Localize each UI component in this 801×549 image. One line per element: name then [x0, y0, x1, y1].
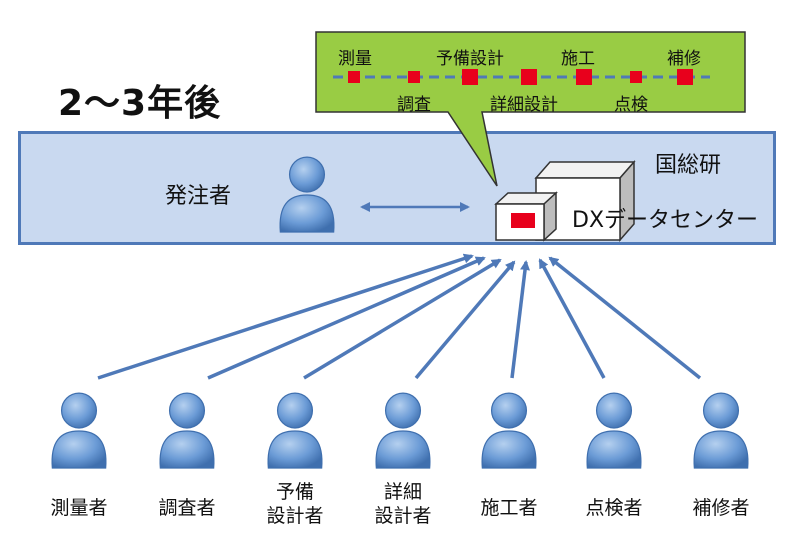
timeline-marker	[408, 71, 420, 83]
timeline-marker	[677, 69, 693, 85]
timeline-label-construction: 施工	[561, 49, 595, 69]
timeline-marker	[521, 69, 537, 85]
upload-arrow	[414, 260, 516, 380]
worker-person-icon	[586, 392, 642, 469]
timeline-callout	[315, 31, 746, 187]
timeline-marker	[348, 71, 360, 83]
data-center-label: DXデータセンター	[572, 208, 759, 233]
data-center-icon	[494, 160, 636, 242]
timeline-label-survey: 測量	[338, 49, 372, 69]
upload-arrows	[97, 253, 702, 380]
worker-label: 施工者	[459, 496, 559, 520]
timeline-label-investigation: 調査	[397, 95, 431, 115]
worker-label-line: 施工者	[480, 497, 538, 519]
worker-person-icon	[159, 392, 215, 469]
worker-label: 予備 設計者	[245, 480, 345, 528]
timeline-markers	[348, 69, 693, 85]
timeline-label-inspection: 点検	[614, 95, 648, 115]
worker-label: 点検者	[564, 496, 664, 520]
timeline-marker	[630, 71, 642, 83]
upload-arrow	[97, 253, 474, 380]
worker-label-line: 点検者	[585, 497, 643, 519]
upload-arrow	[548, 256, 702, 380]
worker-person-icon	[267, 392, 323, 469]
client-label: 発注者	[165, 184, 232, 209]
worker-label: 調査者	[137, 496, 237, 520]
worker-persons	[51, 392, 749, 469]
upload-arrow	[303, 258, 502, 380]
worker-label: 詳細 設計者	[353, 480, 453, 528]
upload-arrow	[510, 260, 531, 379]
worker-label: 補修者	[671, 496, 771, 520]
worker-label-line: 設計者	[374, 505, 432, 527]
organization-label: 国総研	[655, 153, 722, 178]
timeline-marker	[576, 69, 592, 85]
timeline-label-detailed-design: 詳細設計	[490, 95, 558, 115]
timeline-marker	[462, 69, 478, 85]
worker-label-line: 設計者	[266, 505, 324, 527]
worker-label-line: 予備	[275, 481, 314, 503]
upload-arrow	[538, 258, 606, 379]
worker-label-line: 補修者	[692, 497, 750, 519]
page-title: 2～3年後	[58, 83, 222, 124]
worker-label: 測量者	[29, 496, 129, 520]
upload-arrow	[207, 256, 486, 380]
timeline-label-repair: 補修	[667, 49, 701, 69]
worker-person-icon	[693, 392, 749, 469]
worker-label-line: 詳細	[383, 481, 422, 503]
client-person-icon	[279, 156, 335, 233]
worker-person-icon	[51, 392, 107, 469]
office-band	[18, 131, 776, 245]
worker-label-line: 測量者	[50, 497, 108, 519]
timeline-label-preliminary-design: 予備設計	[436, 49, 504, 69]
worker-label-line: 調査者	[158, 497, 216, 519]
worker-person-icon	[481, 392, 537, 469]
worker-person-icon	[375, 392, 431, 469]
